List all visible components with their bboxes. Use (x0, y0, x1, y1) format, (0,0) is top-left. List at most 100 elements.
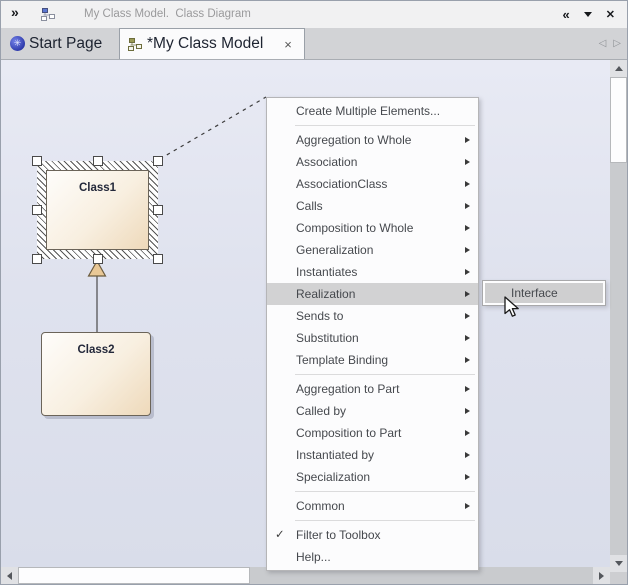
tab-my-class-model[interactable]: *My Class Model × (119, 28, 305, 59)
submenu-arrow-icon (465, 334, 470, 341)
resize-handle-e[interactable] (153, 205, 163, 215)
tab-start-page[interactable]: ✳ Start Page (4, 28, 108, 59)
menu-item-generalization[interactable]: Generalization (267, 239, 478, 261)
arrow-down-icon (614, 561, 623, 566)
menu-item-label: Instantiated by (296, 448, 375, 462)
menu-item-common[interactable]: Common (267, 495, 478, 517)
menu-item-aggregation-to-part[interactable]: Aggregation to Part (267, 378, 478, 400)
menu-item-label: Aggregation to Part (296, 382, 400, 396)
menu-item-label: Substitution (296, 331, 359, 345)
menu-item-instantiated-by[interactable]: Instantiated by (267, 444, 478, 466)
connector-layer (87, 96, 267, 332)
resize-handle-sw[interactable] (32, 254, 42, 264)
menu-item-realization[interactable]: Realization (267, 283, 478, 305)
resize-handle-nw[interactable] (32, 156, 42, 166)
vertical-scrollbar[interactable] (610, 60, 627, 572)
diagram-title-bar: » My Class Model. Class Diagram « ✕ (1, 0, 627, 29)
submenu-arrow-icon (465, 224, 470, 231)
submenu-arrow-icon (465, 136, 470, 143)
submenu-arrow-icon (465, 502, 470, 509)
resize-handle-w[interactable] (32, 205, 42, 215)
menu-separator (295, 520, 475, 521)
menu-item-sends-to[interactable]: Sends to (267, 305, 478, 327)
diagram-title-text: My Class Model. Class Diagram (84, 8, 251, 20)
tab-label: Start Page (29, 34, 103, 52)
tab-scroll-right-icon[interactable]: ▷ (613, 38, 621, 49)
menu-item-label: Calls (296, 199, 323, 213)
menu-item-label: Interface (511, 286, 558, 300)
horizontal-scroll-thumb[interactable] (18, 567, 250, 584)
submenu-arrow-icon (465, 312, 470, 319)
panel-close-icon[interactable]: ✕ (605, 8, 615, 21)
scroll-right-button[interactable] (593, 567, 610, 584)
selection-hatch-frame: Class1 (32, 156, 163, 264)
menu-item-label: Filter to Toolbox (296, 528, 381, 542)
submenu-arrow-icon (465, 473, 470, 480)
menu-item-associationclass[interactable]: AssociationClass (267, 173, 478, 195)
resize-handle-ne[interactable] (153, 156, 163, 166)
horizontal-scrollbar[interactable] (1, 567, 610, 584)
menu-item-label: Specialization (296, 470, 371, 484)
arrow-up-icon (614, 66, 623, 71)
menu-item-composition-to-whole[interactable]: Composition to Whole (267, 217, 478, 239)
class-name-label: Class2 (77, 344, 115, 356)
menu-item-label: Composition to Whole (296, 221, 414, 235)
menu-item-label: Realization (296, 287, 356, 301)
class-element-class2[interactable]: Class2 (41, 332, 151, 416)
tab-scroll-left-icon[interactable]: ◁ (598, 38, 607, 49)
tab-close-icon[interactable]: × (284, 36, 292, 52)
tab-label: *My Class Model (147, 35, 264, 52)
menu-item-label: Called by (296, 404, 347, 418)
submenu-arrow-icon (465, 180, 470, 187)
submenu-arrow-icon (465, 429, 470, 436)
scroll-left-button[interactable] (1, 567, 18, 584)
menu-separator (295, 374, 475, 375)
quicklink-dashed-line (152, 96, 267, 164)
menu-item-substitution[interactable]: Substitution (267, 327, 478, 349)
menu-item-interface[interactable]: Interface (485, 283, 603, 303)
scroll-down-button[interactable] (610, 555, 627, 572)
arrow-left-icon (7, 571, 12, 580)
class-element-class1[interactable]: Class1 (46, 170, 149, 250)
submenu-arrow-icon (465, 407, 470, 414)
expand-panel-icon[interactable]: » (11, 4, 19, 20)
menu-item-label: Generalization (296, 243, 374, 257)
class-name-label: Class1 (78, 182, 117, 194)
vertical-scroll-thumb[interactable] (610, 77, 627, 163)
resize-handle-s[interactable] (92, 254, 103, 264)
checkmark-icon: ✓ (275, 529, 285, 541)
menu-item-association[interactable]: Association (267, 151, 478, 173)
scroll-up-button[interactable] (610, 60, 627, 77)
submenu-arrow-icon (465, 268, 470, 275)
unpin-chevrons-icon[interactable]: « (562, 6, 570, 22)
menu-item-label: Template Binding (296, 353, 389, 367)
menu-item-called-by[interactable]: Called by (267, 400, 478, 422)
realization-submenu: Interface (482, 280, 606, 306)
submenu-arrow-icon (465, 202, 470, 209)
class-diagram-icon (41, 8, 55, 26)
menu-item-help[interactable]: Help... (267, 546, 478, 568)
menu-item-specialization[interactable]: Specialization (267, 466, 478, 488)
menu-item-composition-to-part[interactable]: Composition to Part (267, 422, 478, 444)
submenu-arrow-icon (465, 451, 470, 458)
scrollbar-corner (610, 572, 627, 584)
submenu-arrow-icon (465, 385, 470, 392)
menu-item-instantiates[interactable]: Instantiates (267, 261, 478, 283)
menu-item-filter-to-toolbox[interactable]: ✓ Filter to Toolbox (267, 524, 478, 546)
resize-handle-n[interactable] (92, 156, 103, 166)
menu-item-label: Association (296, 155, 358, 169)
menu-item-template-binding[interactable]: Template Binding (267, 349, 478, 371)
submenu-arrow-icon (465, 158, 470, 165)
resize-handle-se[interactable] (153, 254, 163, 264)
menu-item-label: Create Multiple Elements... (296, 104, 441, 118)
panel-menu-caret-icon[interactable] (583, 11, 592, 17)
menu-item-aggregation-to-whole[interactable]: Aggregation to Whole (267, 129, 478, 151)
menu-item-create-multiple-elements[interactable]: Create Multiple Elements... (267, 100, 478, 122)
start-page-icon: ✳ (10, 36, 25, 51)
generalization-arrowhead[interactable] (87, 259, 107, 277)
menu-item-label: Common (296, 499, 345, 513)
submenu-arrow-icon (465, 356, 470, 363)
document-tab-bar: ✳ Start Page *My Class Model × ◁ ▷ (1, 28, 627, 60)
menu-item-calls[interactable]: Calls (267, 195, 478, 217)
